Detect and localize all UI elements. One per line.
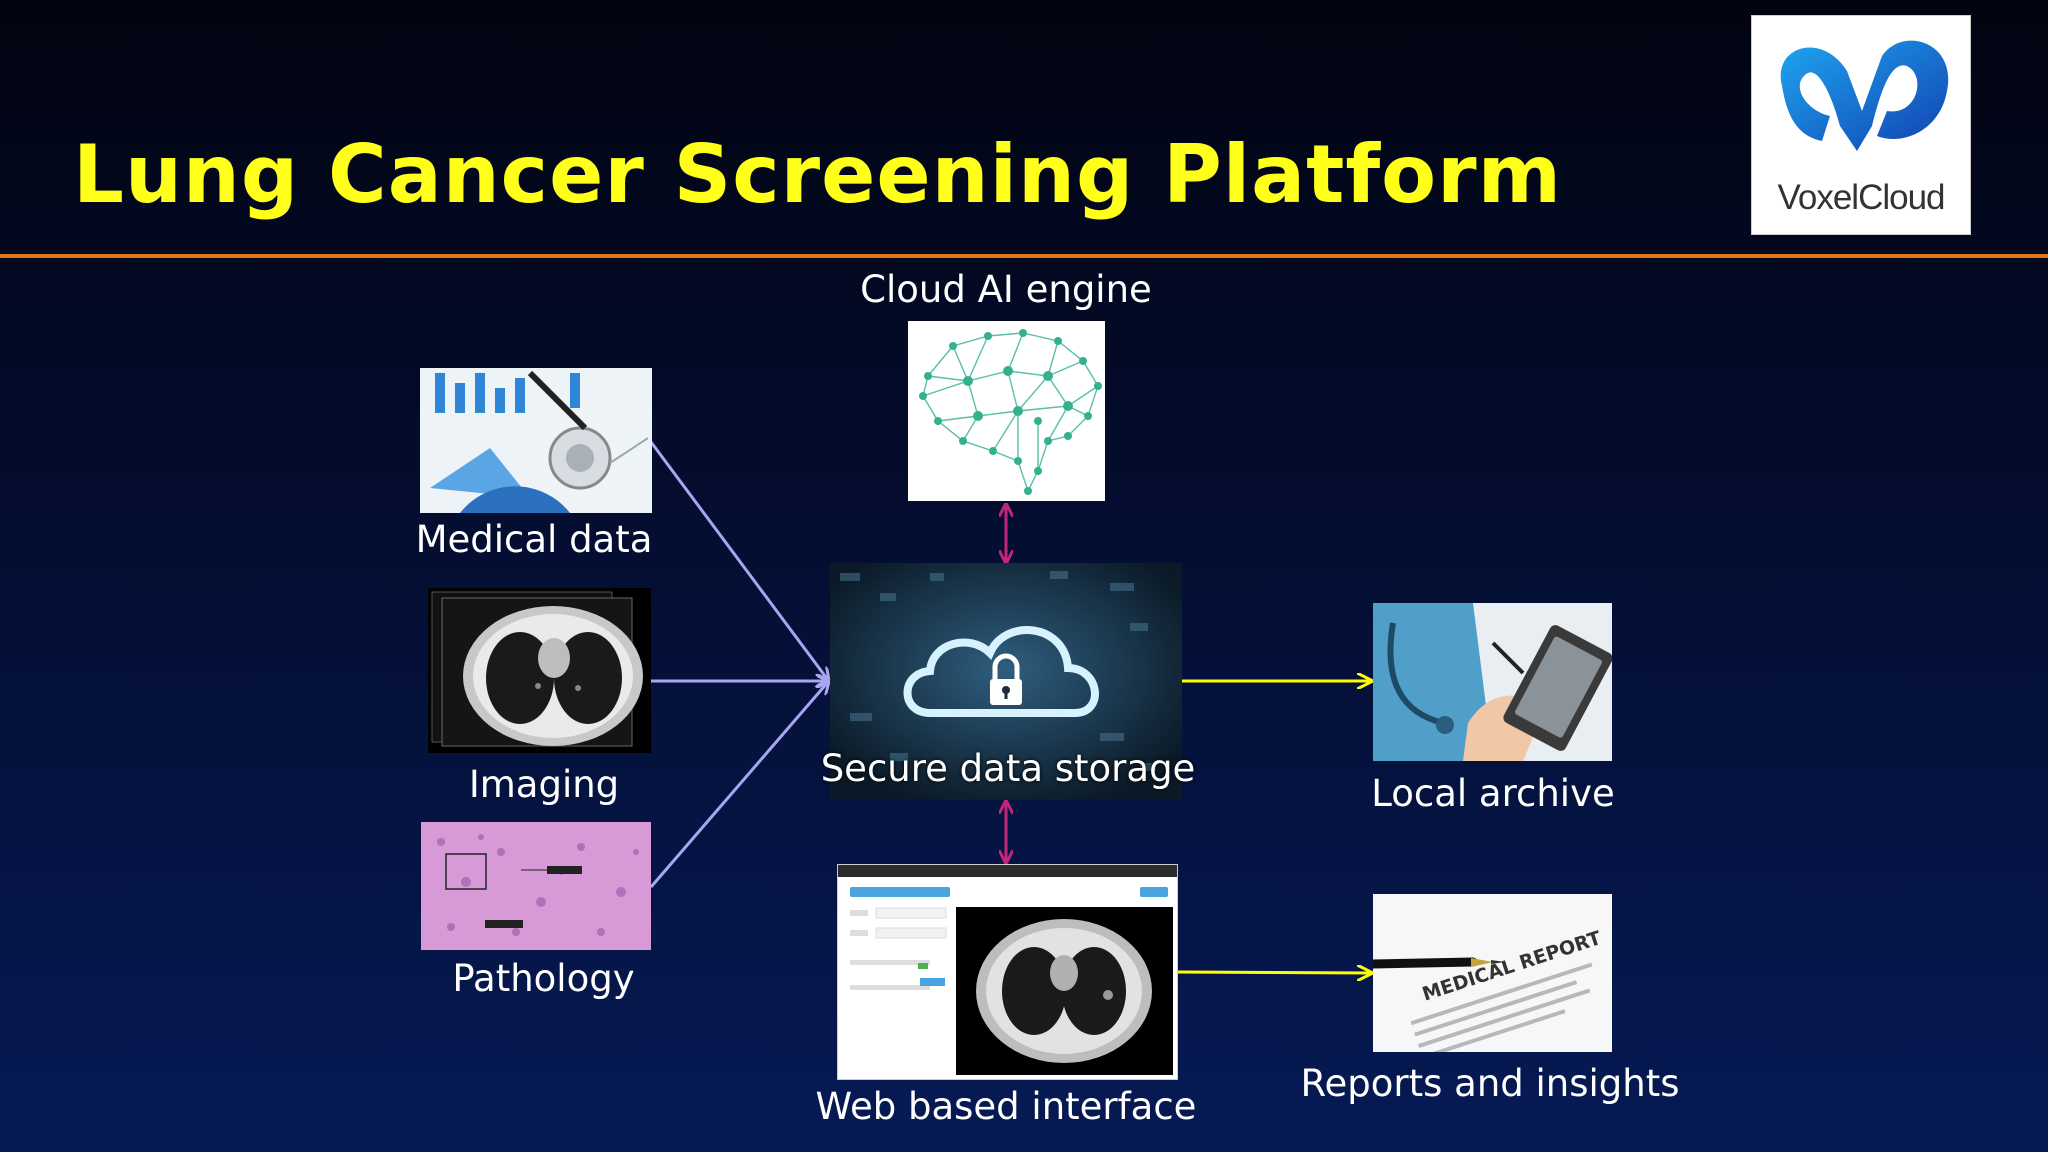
arrow-medical-to-storage [649,441,828,680]
medical-data-image [420,368,652,513]
brain-network-icon [919,329,1102,495]
medical-data-label: Medical data [415,518,653,561]
secure-storage-label: Secure data storage [820,747,1196,790]
secure-storage-image [830,563,1182,800]
voxelcloud-logo: VoxelCloud [1751,15,1971,235]
web-app-screenshot-icon [838,865,1177,1075]
web-interface-label: Web based interface [815,1085,1197,1128]
pathology-image [421,822,651,950]
pathology-slide-icon [421,822,651,950]
pen-icon [1491,641,1525,675]
web-interface-image [837,864,1178,1080]
cloud-icon [830,563,1182,800]
imaging-label: Imaging [468,763,620,806]
ct-scan-icon [428,588,651,753]
local-archive-label: Local archive [1371,772,1615,815]
arrow-web-to-reports [1176,972,1371,973]
slide-title: Lung Cancer Screening Platform [73,128,1562,221]
lock-icon [990,653,1022,705]
logo-text: VoxelCloud [1777,178,1945,217]
pathology-label: Pathology [452,957,635,1000]
local-archive-image [1373,603,1612,761]
tablet-icon [1373,603,1612,761]
voxelcloud-logo-mark [1780,40,1949,151]
cloud-ai-image [908,321,1105,501]
title-divider [0,254,2048,258]
stethoscope-icon [420,368,652,513]
reports-label: Reports and insights [1300,1062,1680,1105]
reports-image: MEDICAL REPORT [1373,894,1612,1052]
medical-report-icon: MEDICAL REPORT [1373,894,1612,1052]
cloud-ai-label: Cloud AI engine [860,268,1152,311]
arrow-pathology-to-storage [649,682,828,888]
imaging-image [428,588,651,753]
